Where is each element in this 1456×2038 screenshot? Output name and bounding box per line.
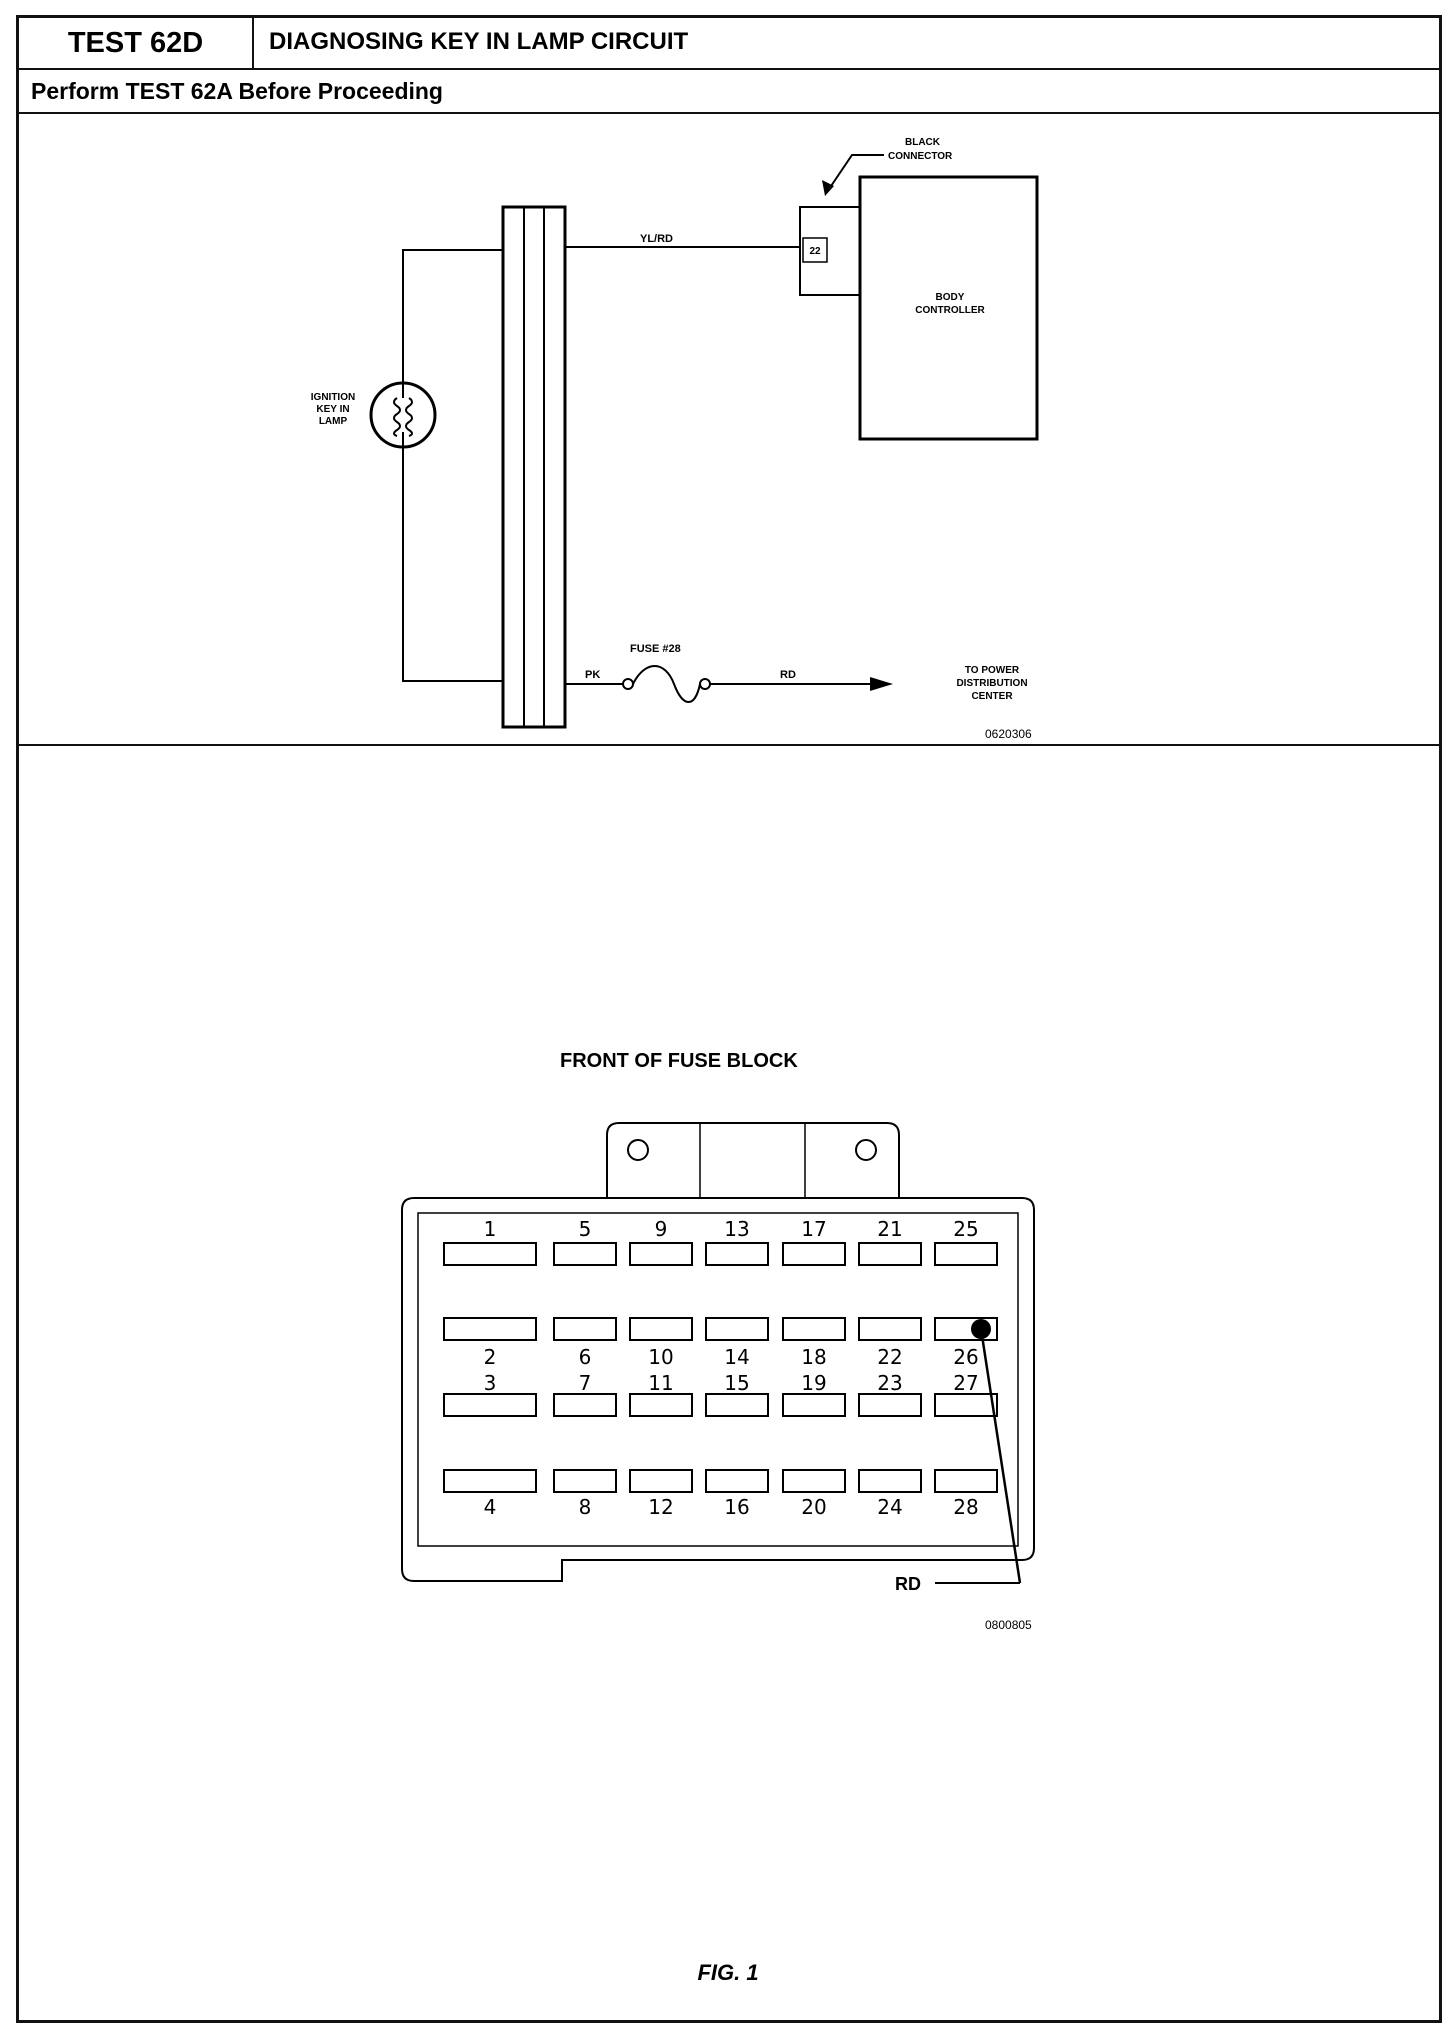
section-divider [19,744,1439,746]
fuse-number-14: 14 [724,1345,749,1369]
fuse-slot-6 [553,1317,617,1341]
connector-label-1: BLACK [905,137,941,148]
lamp-wire [402,249,503,383]
fuse-number-3: 3 [484,1371,497,1395]
body-controller [858,175,1039,441]
fuse-block-inner [417,1212,1019,1547]
fuse-number-17: 17 [801,1217,826,1241]
destination-label-1: TO POWER [965,665,1020,676]
fuse-number-13: 13 [724,1217,749,1241]
fuse-slot-16 [705,1469,769,1493]
fuse-number-4: 4 [484,1495,497,1519]
fuse-label: FUSE #28 [630,643,681,655]
fuse-slot-4 [443,1469,537,1493]
fuse-slot-8 [553,1469,617,1493]
fuse-slot-25 [934,1242,998,1266]
fuse-number-23: 23 [877,1371,902,1395]
fuse-number-1: 1 [484,1217,497,1241]
figure-caption: FIG. 1 [697,1960,759,1985]
fuse-number-20: 20 [801,1495,826,1519]
fuse-slot-5 [553,1242,617,1266]
fuse-block-body [401,1197,1035,1582]
destination-label-2: DISTRIBUTION [956,678,1027,689]
fuse-number-28: 28 [953,1495,978,1519]
fuse-slot-22 [858,1317,922,1341]
ignition-key-lamp-icon [369,381,437,449]
destination-label-3: CENTER [971,691,1013,702]
fuse-slot-17 [782,1242,846,1266]
fuse-slot-10 [629,1317,693,1341]
fuse-number-9: 9 [655,1217,668,1241]
fuse-slot-23 [858,1393,922,1417]
fuse-number-11: 11 [648,1371,673,1395]
fuse-number-8: 8 [579,1495,592,1519]
fuse-slot-13 [705,1242,769,1266]
mounting-hole-left [627,1139,649,1161]
fuse-slot-19 [782,1393,846,1417]
fuse-slot-3 [443,1393,537,1417]
rd-pointer-label: RD [895,1574,921,1594]
test-id: TEST 62D [19,18,254,68]
connector-label-2: CONNECTOR [888,151,953,162]
fuse-slot-1 [443,1242,537,1266]
connector-pin: 22 [809,246,821,257]
fuse-number-5: 5 [579,1217,592,1241]
fuse-slot-27 [934,1393,998,1417]
fuse-number-24: 24 [877,1495,902,1519]
lamp-label-3: LAMP [319,416,348,427]
fuse-slot-20 [782,1469,846,1493]
fuse-slot-15 [705,1393,769,1417]
module-label-1: BODY [936,292,965,303]
fuse-slot-21 [858,1242,922,1266]
fuse-number-2: 2 [484,1345,497,1369]
fuse-number-16: 16 [724,1495,749,1519]
fuse-block-title: FRONT OF FUSE BLOCK [560,1050,798,1072]
fuse-number-7: 7 [579,1371,592,1395]
fuse-slot-12 [629,1469,693,1493]
fuse-block-ref-code: 0800805 [985,1618,1032,1632]
mounting-hole-right [855,1139,877,1161]
rd-pointer-line [979,1328,1022,1584]
fuse-slot-7 [553,1393,617,1417]
fuse-number-10: 10 [648,1345,673,1369]
prerequisite-text: Perform TEST 62A Before Proceeding [31,78,443,104]
lamp-label-2: KEY IN [316,404,349,415]
fuse-slot-28 [934,1469,998,1493]
fuse-number-12: 12 [648,1495,673,1519]
fuse-slot-2 [443,1317,537,1341]
fuse-number-21: 21 [877,1217,902,1241]
mounting-tab [606,1122,900,1198]
wiring-schematic: IGNITION KEY IN LAMP YL/RD 22 BLACK CONN… [311,137,1039,741]
fuse-slot-9 [629,1242,693,1266]
fuse-number-18: 18 [801,1345,826,1369]
module-label-2: CONTROLLER [915,305,985,316]
fuse-number-27: 27 [953,1371,978,1395]
connector-leader-arrow [826,154,884,193]
fuse-number-26: 26 [953,1345,978,1369]
fuse-number-22: 22 [877,1345,902,1369]
wiring-harness [501,205,567,729]
test-title: DIAGNOSING KEY IN LAMP CIRCUIT [269,28,689,55]
fuse-slot-18 [782,1317,846,1341]
wire-label-yl-rd: YL/RD [640,233,673,245]
fuse-slot-11 [629,1393,693,1417]
prerequisite-row: Perform TEST 62A Before Proceeding [19,70,1439,114]
schematic-ref-code: 0620306 [985,727,1032,741]
fuse-slot-24 [858,1469,922,1493]
header-row: TEST 62D DIAGNOSING KEY IN LAMP CIRCUIT [19,18,1439,70]
fuse-number-15: 15 [724,1371,749,1395]
fuse-number-25: 25 [953,1217,978,1241]
page-frame: TEST 62D DIAGNOSING KEY IN LAMP CIRCUIT … [16,15,1442,2023]
fuse-number-6: 6 [579,1345,592,1369]
wire-label-pk: PK [585,669,600,681]
lamp-label-1: IGNITION [311,392,355,403]
fuse-slot-26 [934,1317,998,1341]
fuse-number-19: 19 [801,1371,826,1395]
fuse-slot-14 [705,1317,769,1341]
wire-label-rd: RD [780,669,796,681]
